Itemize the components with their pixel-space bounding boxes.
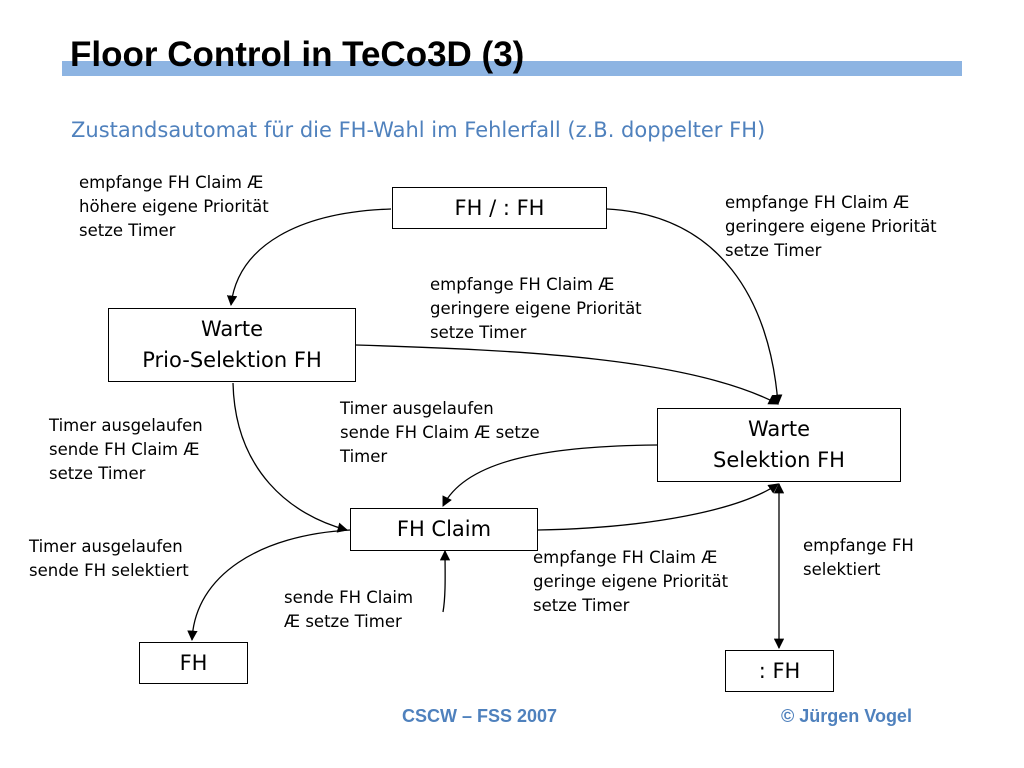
label-line: empfange FH Claim Æ — [725, 193, 910, 212]
state-warte-selektion-line1: Warte — [747, 417, 811, 441]
slide-title: Floor Control in TeCo3D (3) — [70, 35, 525, 74]
label-higher-priority: empfange FH Claim Æ höhere eigene Priori… — [79, 171, 269, 243]
state-not-fh: : FH — [725, 650, 834, 692]
label-line: sende FH Claim — [284, 588, 414, 607]
label-send-claim: sende FH Claim Æ setze Timer — [284, 586, 413, 634]
edge-warte-prio-to-warte-selektion — [355, 344, 779, 405]
state-not-fh-label: : FH — [758, 658, 801, 683]
state-fh-not-fh: FH / : FH — [392, 187, 607, 229]
label-line: setze Timer — [533, 596, 630, 615]
edge-start-to-warte-selektion — [606, 208, 783, 406]
state-warte-prio-line1: Warte — [200, 317, 264, 341]
label-line: Æ setze Timer — [284, 612, 402, 631]
label-line: sende FH selektiert — [29, 561, 189, 580]
state-warte-selektion: Warte Selektion FH — [657, 408, 901, 482]
label-line: geringere eigene Priorität — [430, 299, 642, 318]
label-line: sende FH Claim Æ — [49, 440, 200, 459]
state-fh-not-fh-label: FH / : FH — [454, 195, 545, 220]
label-timer-center: Timer ausgelaufen sende FH Claim Æ setze… — [340, 397, 540, 469]
edge-fh-claim-to-fh — [187, 529, 351, 642]
state-fh-claim-label: FH Claim — [396, 517, 492, 541]
label-line: Timer — [340, 447, 388, 466]
label-line: setze Timer — [79, 221, 176, 240]
label-line: setze Timer — [49, 464, 146, 483]
label-lower-priority-bottom: empfange FH Claim Æ geringe eigene Prior… — [533, 546, 728, 618]
label-line: setze Timer — [430, 323, 527, 342]
state-fh-label: FH — [179, 650, 208, 675]
edge-start-to-warte-prio — [226, 208, 392, 307]
label-timer-selected: Timer ausgelaufen sende FH selektiert — [29, 535, 189, 583]
label-line: Timer ausgelaufen — [49, 416, 203, 435]
state-warte-selektion-line2: Selektion FH — [713, 448, 845, 472]
label-line: empfange FH Claim Æ — [533, 548, 718, 567]
label-receive-selected: empfange FH selektiert — [803, 534, 914, 582]
slide-subtitle: Zustandsautomat für die FH-Wahl im Fehle… — [71, 118, 766, 142]
state-warte-prio-line2: Prio-Selektion FH — [142, 348, 322, 372]
label-line: empfange FH Claim Æ — [79, 173, 264, 192]
state-fh: FH — [139, 642, 248, 684]
edge-warte-selektion-to-fh-claim — [442, 444, 658, 507]
label-timer-left: Timer ausgelaufen sende FH Claim Æ setze… — [49, 414, 203, 486]
label-line: Timer ausgelaufen — [29, 537, 183, 556]
label-lower-priority-middle: empfange FH Claim Æ geringere eigene Pri… — [430, 273, 642, 345]
label-line: höhere eigene Priorität — [79, 197, 269, 216]
title-underline-bar — [62, 61, 962, 76]
label-line: setze Timer — [725, 241, 822, 260]
label-line: empfange FH — [803, 536, 914, 555]
label-line: selektiert — [803, 560, 881, 579]
label-line: geringere eigene Priorität — [725, 217, 937, 236]
label-line: geringe eigene Priorität — [533, 572, 729, 591]
edge-fh-claim-to-warte-selektion — [537, 483, 779, 531]
footer-course: CSCW – FSS 2007 — [402, 706, 558, 726]
footer-copyright: © Jürgen Vogel — [781, 706, 912, 726]
edge-warte-prio-to-fh-claim — [232, 382, 349, 533]
label-line: Timer ausgelaufen — [340, 399, 494, 418]
label-line: empfange FH Claim Æ — [430, 275, 615, 294]
edge-send-claim-to-fh-claim — [439, 549, 451, 613]
label-line: sende FH Claim Æ setze — [340, 423, 540, 442]
state-warte-prio-selektion: Warte Prio-Selektion FH — [108, 308, 356, 382]
label-lower-priority-top: empfange FH Claim Æ geringere eigene Pri… — [725, 191, 937, 263]
state-fh-claim: FH Claim — [350, 508, 538, 551]
